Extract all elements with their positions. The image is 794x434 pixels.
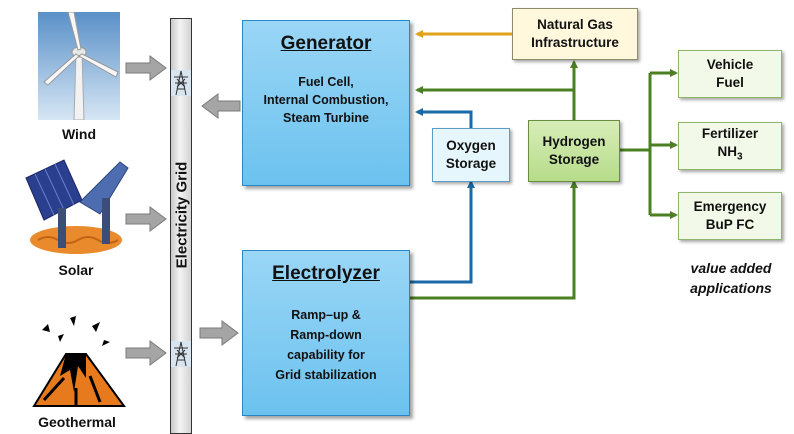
vehicle-fuel-line-2: Fuel xyxy=(716,74,744,92)
value-added-line-2: applications xyxy=(676,278,786,298)
generator-line-1: Fuel Cell, xyxy=(243,73,409,91)
geothermal-to-grid-arrow xyxy=(126,341,166,365)
geothermal-label: Geothermal xyxy=(22,414,132,430)
volcano-image xyxy=(30,316,126,408)
wind-to-grid-arrow xyxy=(126,56,166,80)
volcano-icon xyxy=(30,316,126,408)
electrolyzer-line-1: Ramp–up & xyxy=(243,305,409,325)
fertilizer-line-1: Fertilizer xyxy=(702,125,758,143)
hydrogen-line-1: Hydrogen xyxy=(542,133,605,151)
generator-box: Generator Fuel Cell, Internal Combustion… xyxy=(242,20,410,186)
hydrogen-line-2: Storage xyxy=(549,151,599,169)
generator-to-grid-arrow xyxy=(202,94,240,118)
natural-gas-line-2: Infrastructure xyxy=(531,34,619,52)
oxygen-storage-box: Oxygen Storage xyxy=(432,128,510,182)
fertilizer-formula-base: NH xyxy=(717,144,737,159)
fertilizer-formula: NH3 xyxy=(717,143,742,167)
emergency-line-1: Emergency xyxy=(694,198,767,216)
natural-gas-box: Natural Gas Infrastructure xyxy=(512,8,638,60)
oxygen-line-1: Oxygen xyxy=(446,137,496,155)
wind-label: Wind xyxy=(24,126,134,142)
emergency-box: Emergency BuP FC xyxy=(678,192,782,240)
fertilizer-box: Fertilizer NH3 xyxy=(678,122,782,170)
value-added-line-1: value added xyxy=(676,258,786,278)
wind-turbine-icon xyxy=(38,12,120,120)
solar-label: Solar xyxy=(21,262,131,278)
grid-to-electrolyzer-arrow xyxy=(200,321,238,345)
electricity-grid-label: Electricity Grid xyxy=(174,162,191,269)
generator-line-2: Internal Combustion, xyxy=(243,91,409,109)
fertilizer-formula-sub: 3 xyxy=(737,152,743,163)
oxygen-to-generator-line xyxy=(417,112,471,128)
electrolyzer-line-4: Grid stabilization xyxy=(243,365,409,385)
value-added-note: value added applications xyxy=(676,258,786,298)
solar-to-grid-arrow xyxy=(126,207,166,231)
pylon-icon-bottom xyxy=(171,341,191,367)
generator-title: Generator xyxy=(243,33,409,55)
pylon-icon-top xyxy=(171,70,191,96)
vehicle-fuel-line-1: Vehicle xyxy=(707,56,754,74)
solar-panel-icon xyxy=(18,158,130,258)
emergency-line-2: BuP FC xyxy=(706,216,755,234)
electrolyzer-line-3: capability for xyxy=(243,345,409,365)
electrolyzer-line-2: Ramp-down xyxy=(243,325,409,345)
solar-panel-image xyxy=(18,158,130,258)
electrolyzer-to-oxygen-line xyxy=(408,182,471,282)
oxygen-line-2: Storage xyxy=(446,155,496,173)
electrolyzer-box: Electrolyzer Ramp–up & Ramp-down capabil… xyxy=(242,250,410,416)
electrolyzer-title: Electrolyzer xyxy=(243,263,409,285)
vehicle-fuel-box: Vehicle Fuel xyxy=(678,50,782,98)
wind-turbine-image xyxy=(38,12,120,120)
natural-gas-line-1: Natural Gas xyxy=(537,16,613,34)
hydrogen-storage-box: Hydrogen Storage xyxy=(528,120,620,182)
generator-line-3: Steam Turbine xyxy=(243,109,409,127)
